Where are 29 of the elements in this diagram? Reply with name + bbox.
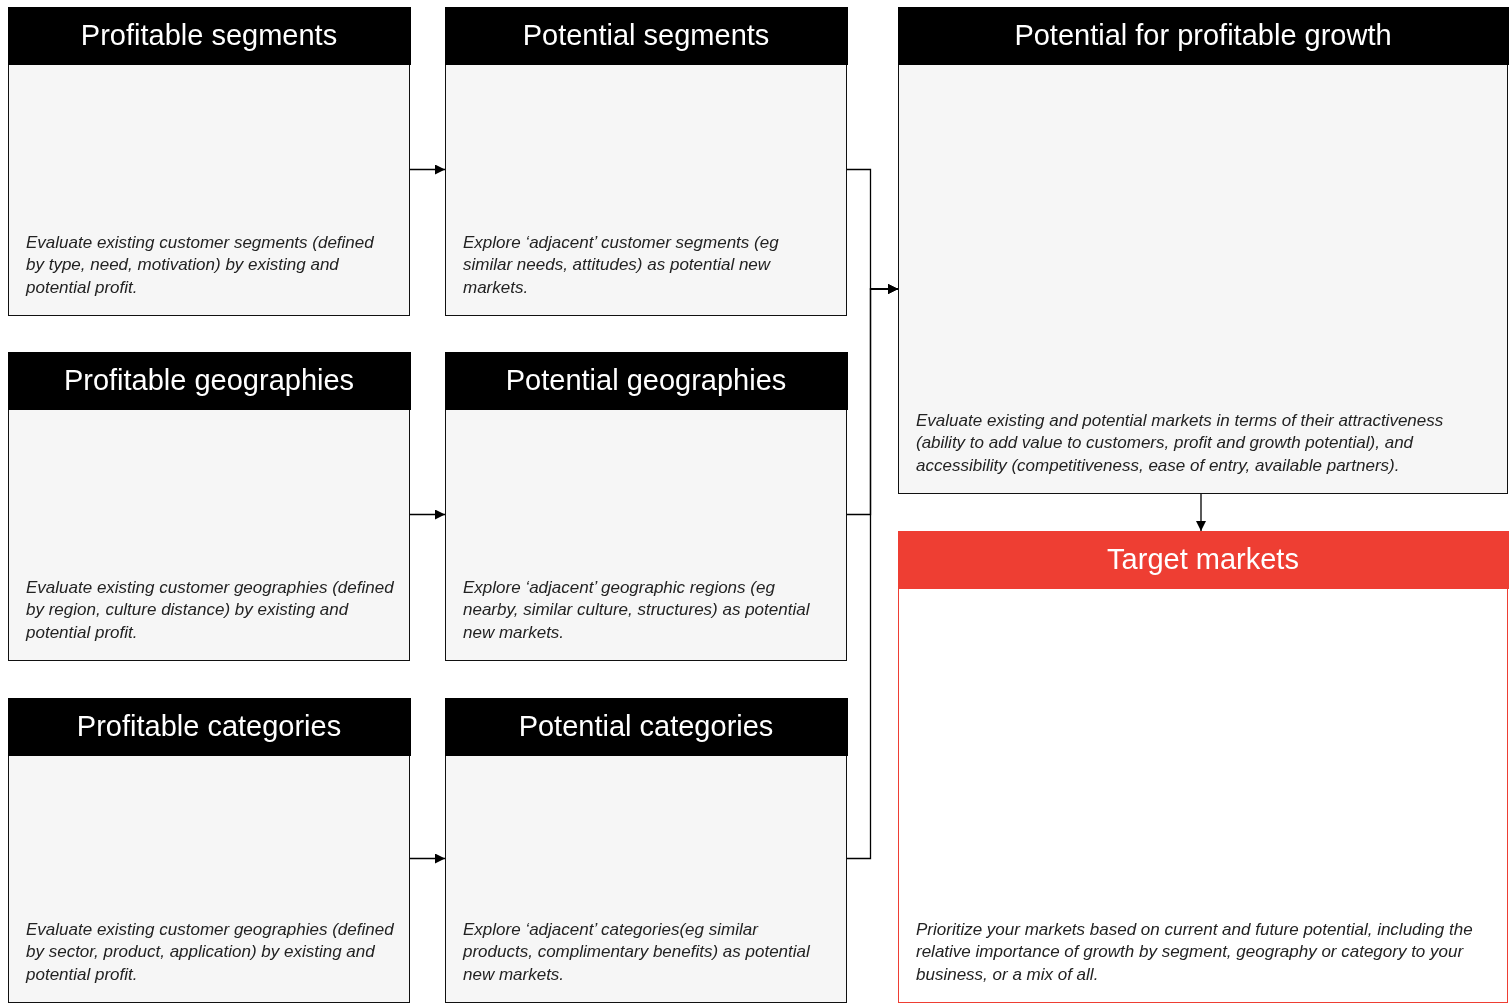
process-box: [8, 352, 410, 661]
arrow: [409, 853, 446, 864]
box-heading: Potential segments: [522, 19, 770, 52]
process-box: [898, 531, 1508, 1003]
description-text: Evaluate existing customer segments (defined by type, need, motivation) by existing and potential profit.: [26, 231, 375, 299]
box-heading: Target markets: [1107, 543, 1299, 576]
arrow: [409, 509, 446, 520]
process-box: [8, 7, 410, 316]
description-text: Prioritize your markets based on current and future potential, including the relative importance of growth by segment, geography or category to your business, or a mix of all.: [916, 918, 1474, 986]
description-text: Explore ‘adjacent’ geographic regions (eg nearby, similar culture, structures) as potential new markets.: [463, 576, 811, 644]
description-text: Evaluate existing customer geographies (defined by sector, product, application) by existing and potential profit.: [26, 918, 395, 986]
arrow: [846, 284, 899, 860]
box-heading: Profitable geographies: [63, 364, 355, 397]
description-text: Explore ‘adjacent’ customer segments (eg similar needs, attitudes) as potential new markets.: [463, 231, 780, 299]
box-heading: Potential geographies: [505, 364, 787, 397]
box-heading: Profitable categories: [76, 710, 342, 743]
description-text: Explore ‘adjacent’ categories(eg similar products, complimentary benefits) as potential new markets.: [463, 918, 811, 986]
arrow: [1196, 493, 1206, 532]
box-heading: Profitable segments: [80, 19, 338, 52]
process-box: [445, 7, 847, 316]
box-heading: Potential for profitable growth: [1014, 19, 1392, 52]
arrow: [409, 164, 446, 175]
process-box: [445, 352, 847, 661]
description-text: Evaluate existing customer geographies (defined by region, culture distance) by existing and potential profit.: [26, 576, 395, 644]
process-box: [8, 698, 410, 1003]
process-box: [445, 698, 847, 1003]
box-heading: Potential categories: [518, 710, 774, 743]
process-box: [898, 7, 1508, 494]
description-text: Evaluate existing and potential markets in terms of their attractiveness (ability to add value to customers, profit and growth potential), and accessibility (competitiveness, ease of entry, available partners).: [916, 409, 1445, 477]
